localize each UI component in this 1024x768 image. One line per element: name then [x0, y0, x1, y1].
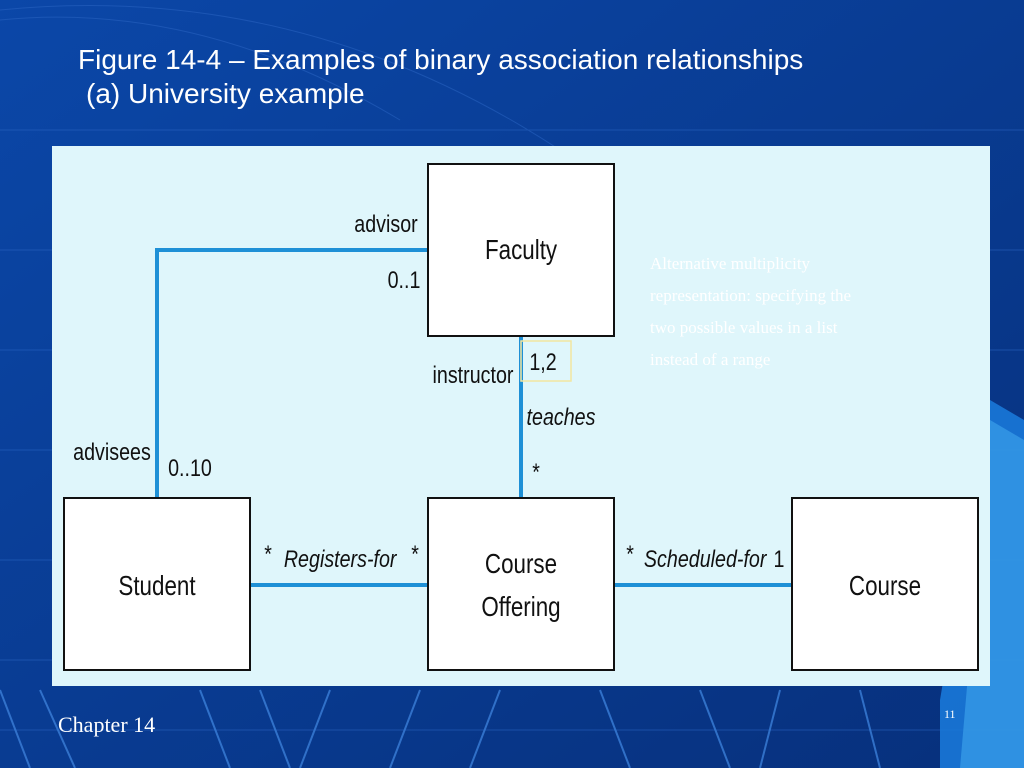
instructor-role-label: instructor: [433, 361, 514, 388]
advisees-multiplicity: 0..10: [168, 454, 212, 481]
course-offering-name-line-2: Offering: [481, 592, 560, 623]
scheduled-offering-multiplicity: *: [626, 540, 634, 567]
note-line-4: instead of a range: [650, 350, 771, 369]
advisees-role-label: advisees: [73, 438, 151, 465]
scheduled-for-association-name: Scheduled-for: [644, 545, 768, 572]
faculty-class-box: [427, 163, 615, 337]
uml-class-diagram: Faculty Student Course Offering Course a…: [63, 163, 979, 671]
course-class-box: [791, 497, 979, 671]
teaches-association-name: teaches: [527, 403, 596, 430]
title-line-2: (a) University example: [86, 78, 365, 109]
course-class-name: Course: [849, 571, 921, 602]
faculty-class-name: Faculty: [485, 235, 557, 266]
uml-diagram-panel: Faculty Student Course Offering Course a…: [52, 146, 990, 686]
course-offering-class-box: [427, 497, 615, 671]
chapter-footer: Chapter 14: [58, 712, 156, 737]
student-class-name: Student: [118, 571, 195, 602]
note-line-1: Alternative multiplicity: [650, 254, 811, 273]
instructor-multiplicity: 1,2: [529, 348, 556, 375]
teaches-offering-multiplicity: *: [532, 458, 540, 485]
student-class-box: [63, 497, 251, 671]
note-line-2: representation: specifying the: [650, 286, 852, 305]
course-offering-name-line-1: Course: [485, 549, 557, 580]
registers-for-association-name: Registers-for: [284, 545, 398, 572]
title-line-1: Figure 14-4 – Examples of binary associa…: [78, 44, 804, 75]
slide-title: Figure 14-4 – Examples of binary associa…: [78, 43, 803, 111]
multiplicity-highlight-box: [520, 340, 572, 382]
multiplicity-annotation-note: Alternative multiplicity representation:…: [650, 248, 970, 376]
advisor-multiplicity: 0..1: [388, 266, 421, 293]
advisor-role-label: advisor: [354, 210, 417, 237]
page-number: 11: [944, 707, 956, 721]
registers-student-multiplicity: *: [264, 540, 272, 567]
advising-association-line: [155, 248, 428, 498]
note-line-3: two possible values in a list: [650, 318, 838, 337]
scheduled-course-multiplicity: 1: [774, 545, 785, 572]
registers-offering-multiplicity: *: [411, 540, 419, 567]
